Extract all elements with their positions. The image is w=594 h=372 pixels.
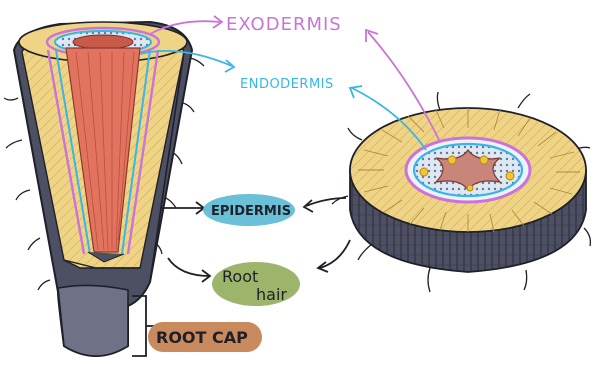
exodermis-label: EXODERMIS (226, 14, 342, 35)
root-cap-bracket (132, 296, 146, 356)
endodermis-label: ENDODERMIS (240, 77, 334, 92)
phloem-dot (467, 185, 473, 191)
root-cross-section-disc (332, 92, 590, 292)
stele-top (73, 35, 133, 49)
phloem-dot (448, 156, 456, 164)
root-cap-label: ROOT CAP (156, 328, 248, 347)
root-longitudinal-section (4, 22, 204, 356)
root-hair-arrow-left (168, 258, 210, 276)
phloem-dot (420, 168, 428, 176)
root-hair-label-root: Root (222, 267, 258, 286)
root-hair-label-hair: hair (256, 285, 287, 304)
phloem-dot (480, 156, 488, 164)
phloem-dot (506, 172, 514, 180)
epidermis-label: EPIDERMIS (211, 204, 291, 219)
root-cap-shape (58, 285, 128, 356)
